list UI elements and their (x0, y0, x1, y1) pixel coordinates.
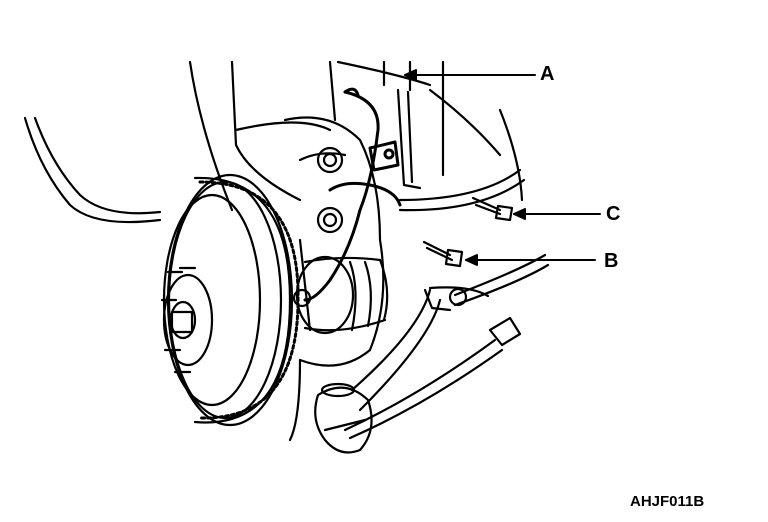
callout-c: C (606, 203, 621, 225)
arrow-a (404, 69, 536, 81)
arrow-c (513, 208, 601, 220)
callout-a: A (540, 63, 555, 85)
brake-hose-right (398, 168, 550, 307)
speed-sensor-cable (303, 87, 402, 302)
callout-b: B (604, 250, 619, 272)
arrow-b (465, 254, 596, 266)
brake-hose-left (23, 116, 162, 224)
bolt-b (422, 240, 464, 268)
bolt-c (471, 196, 514, 222)
steering-knuckle (283, 116, 385, 367)
wheel-hub (160, 266, 214, 374)
figure-code: AHJF011B (630, 493, 705, 510)
brake-disc (162, 173, 300, 427)
ball-joint (314, 382, 373, 454)
lower-arm (288, 286, 490, 442)
strut-housing (188, 60, 524, 212)
